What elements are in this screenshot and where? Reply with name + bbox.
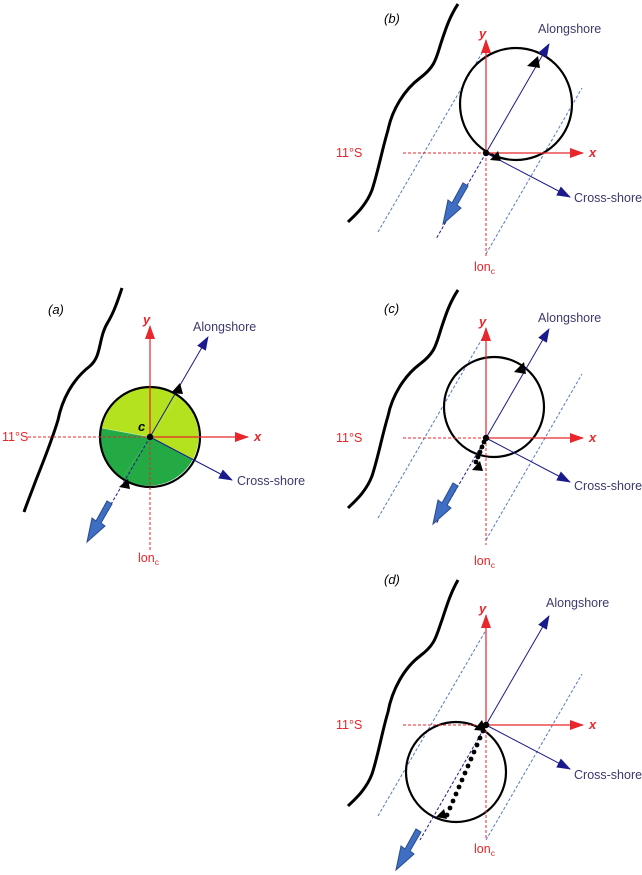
panel-c-coastline <box>346 289 460 510</box>
panel-c-label: (c) <box>384 301 399 316</box>
panel-b-x-label: x <box>588 145 597 160</box>
panel-a-crossshore-label: Cross-shore <box>237 474 305 488</box>
panel-d-propagation-arrow <box>395 828 422 872</box>
panel-a-x-label: x <box>253 429 262 444</box>
panel-c-y-label: y <box>478 314 487 329</box>
panel-c-propagation-arrow <box>432 482 459 526</box>
panel-d-crossshore-label: Cross-shore <box>574 768 642 782</box>
panel-a-rotation-arrow-bottom <box>119 479 130 489</box>
panel-a-propagation-arrow <box>86 500 113 544</box>
panel-c-x-label: x <box>588 430 597 445</box>
panel-a-lat-label: 11°S <box>2 430 28 444</box>
panel-b: (b) y x 11°S lonc Alongshore Cross-shore <box>336 3 642 276</box>
panel-d-dashed-right <box>485 673 583 841</box>
panel-a-alongshore-neg <box>109 436 151 507</box>
panel-c-alongshore-axis <box>485 328 550 439</box>
panel-c-crossshore-axis <box>485 437 571 483</box>
panel-d-track-dots <box>444 728 486 818</box>
panel-d-eddy-circle <box>404 720 508 824</box>
panel-b-label: (b) <box>384 11 400 26</box>
panel-b-dashed-left <box>377 45 487 233</box>
panel-d: (d) y x <box>336 572 642 872</box>
panel-d-alongshore-label: Alongshore <box>546 596 609 610</box>
panel-c-lat-label: 11°S <box>336 431 362 445</box>
panel-b-dashed-right <box>485 87 583 255</box>
panel-b-alongshore-axis <box>485 43 550 154</box>
panel-c-alongshore-label: Alongshore <box>538 311 601 325</box>
panel-d-alongshore-axis <box>485 615 550 726</box>
panel-a-dark-quadrant-2 <box>100 428 150 478</box>
panel-d-coastline <box>346 579 460 808</box>
panel-b-rotation-arrow-bottom <box>490 151 501 161</box>
panel-c-track-dots <box>473 439 487 465</box>
panel-c-rotation-arrow-top <box>514 362 526 374</box>
panel-c: (c) y x 11°S lonc Alongshore Cross-shore <box>336 289 642 570</box>
panel-d-x-label: x <box>588 717 597 732</box>
panel-c-eddy-circle <box>442 355 546 459</box>
panel-a-rotation-arrow-top <box>171 383 183 394</box>
panel-d-lon-label: lonc <box>474 842 496 858</box>
panel-c-dashed-left <box>377 331 487 519</box>
panel-b-alongshore-neg <box>435 152 487 240</box>
panel-c-rotation-arrow-bottom <box>472 461 483 471</box>
panel-b-y-label: y <box>478 26 487 41</box>
panel-a-y-label: y <box>142 312 151 327</box>
panel-d-y-label: y <box>478 601 487 616</box>
panel-d-label: (d) <box>384 572 400 587</box>
panel-a-light-quadrant <box>101 387 178 437</box>
panel-b-eddy-circle <box>458 46 574 162</box>
panel-d-rotation-arrow-top <box>474 720 486 731</box>
panel-a-lon-label: lonc <box>138 551 160 567</box>
panel-a-center-dot <box>146 433 154 441</box>
panel-b-propagation-arrow <box>442 182 469 226</box>
panel-b-alongshore-label: Alongshore <box>538 22 601 36</box>
panel-c-lon-label: lonc <box>474 554 496 570</box>
panel-b-lat-label: 11°S <box>336 146 362 160</box>
panel-d-rotation-arrow-bottom <box>436 809 447 819</box>
panel-b-crossshore-label: Cross-shore <box>574 191 642 205</box>
panel-b-lon-label: lonc <box>474 260 496 276</box>
panel-d-dashed-left <box>377 629 487 817</box>
panel-b-coastline <box>346 3 460 224</box>
panel-a: (a) c y x 11°S lonc Alongshore Cross-sho… <box>2 287 305 567</box>
panel-c-dashed-right <box>485 373 583 541</box>
panel-a-dark-quadrant <box>122 437 193 486</box>
panel-d-lat-label: 11°S <box>336 718 362 732</box>
panel-c-crossshore-label: Cross-shore <box>574 479 642 493</box>
panel-a-crossshore-axis <box>149 436 233 481</box>
panel-a-light-quadrant-2 <box>150 396 199 459</box>
panel-d-crossshore-axis <box>485 724 571 770</box>
panel-a-label: (a) <box>48 302 64 317</box>
panel-a-coastline <box>22 287 124 513</box>
panel-a-alongshore-label: Alongshore <box>193 320 256 334</box>
panel-d-center-dot <box>482 721 490 729</box>
panel-a-center-label: c <box>138 419 146 434</box>
panel-b-center-dot <box>482 149 490 157</box>
panel-b-rotation-arrow-top <box>527 56 540 68</box>
panel-c-center-dot <box>482 434 490 442</box>
